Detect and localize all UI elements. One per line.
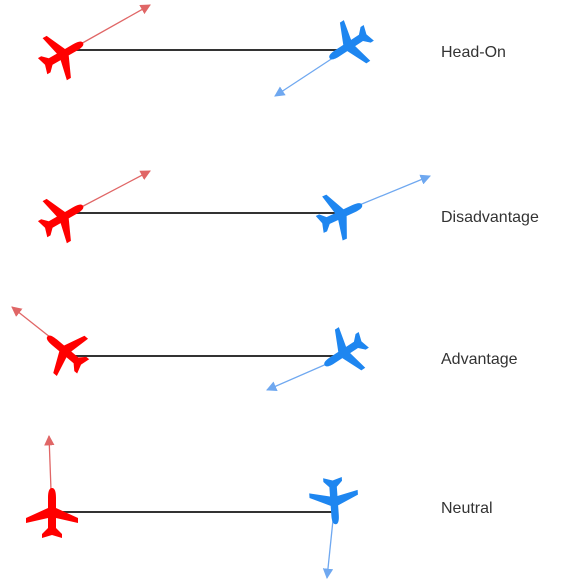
scenario-label: Head-On: [441, 44, 506, 61]
scenario-label: Disadvantage: [441, 209, 539, 226]
blue-aircraft-icon: [309, 182, 373, 247]
blue-aircraft-icon: [308, 475, 360, 526]
scenario-neutral: Neutral: [26, 434, 493, 580]
scenario-label: Neutral: [441, 500, 493, 517]
scenario-label: Advantage: [441, 351, 518, 368]
red-aircraft-icon: [30, 21, 96, 88]
scenario-disadvantage: Disadvantage: [30, 170, 539, 251]
blue-aircraft-icon: [316, 12, 383, 79]
red-aircraft-icon: [30, 184, 96, 251]
red-velocity-vector: [69, 4, 151, 51]
blue-velocity-vector: [322, 519, 334, 580]
scenario-head-on: Head-On: [30, 4, 506, 97]
red-velocity-vector: [44, 434, 55, 491]
red-aircraft-icon: [31, 317, 99, 385]
scenario-advantage: Advantage: [11, 306, 518, 392]
blue-aircraft-icon: [311, 319, 378, 386]
red-velocity-vector: [69, 170, 151, 214]
